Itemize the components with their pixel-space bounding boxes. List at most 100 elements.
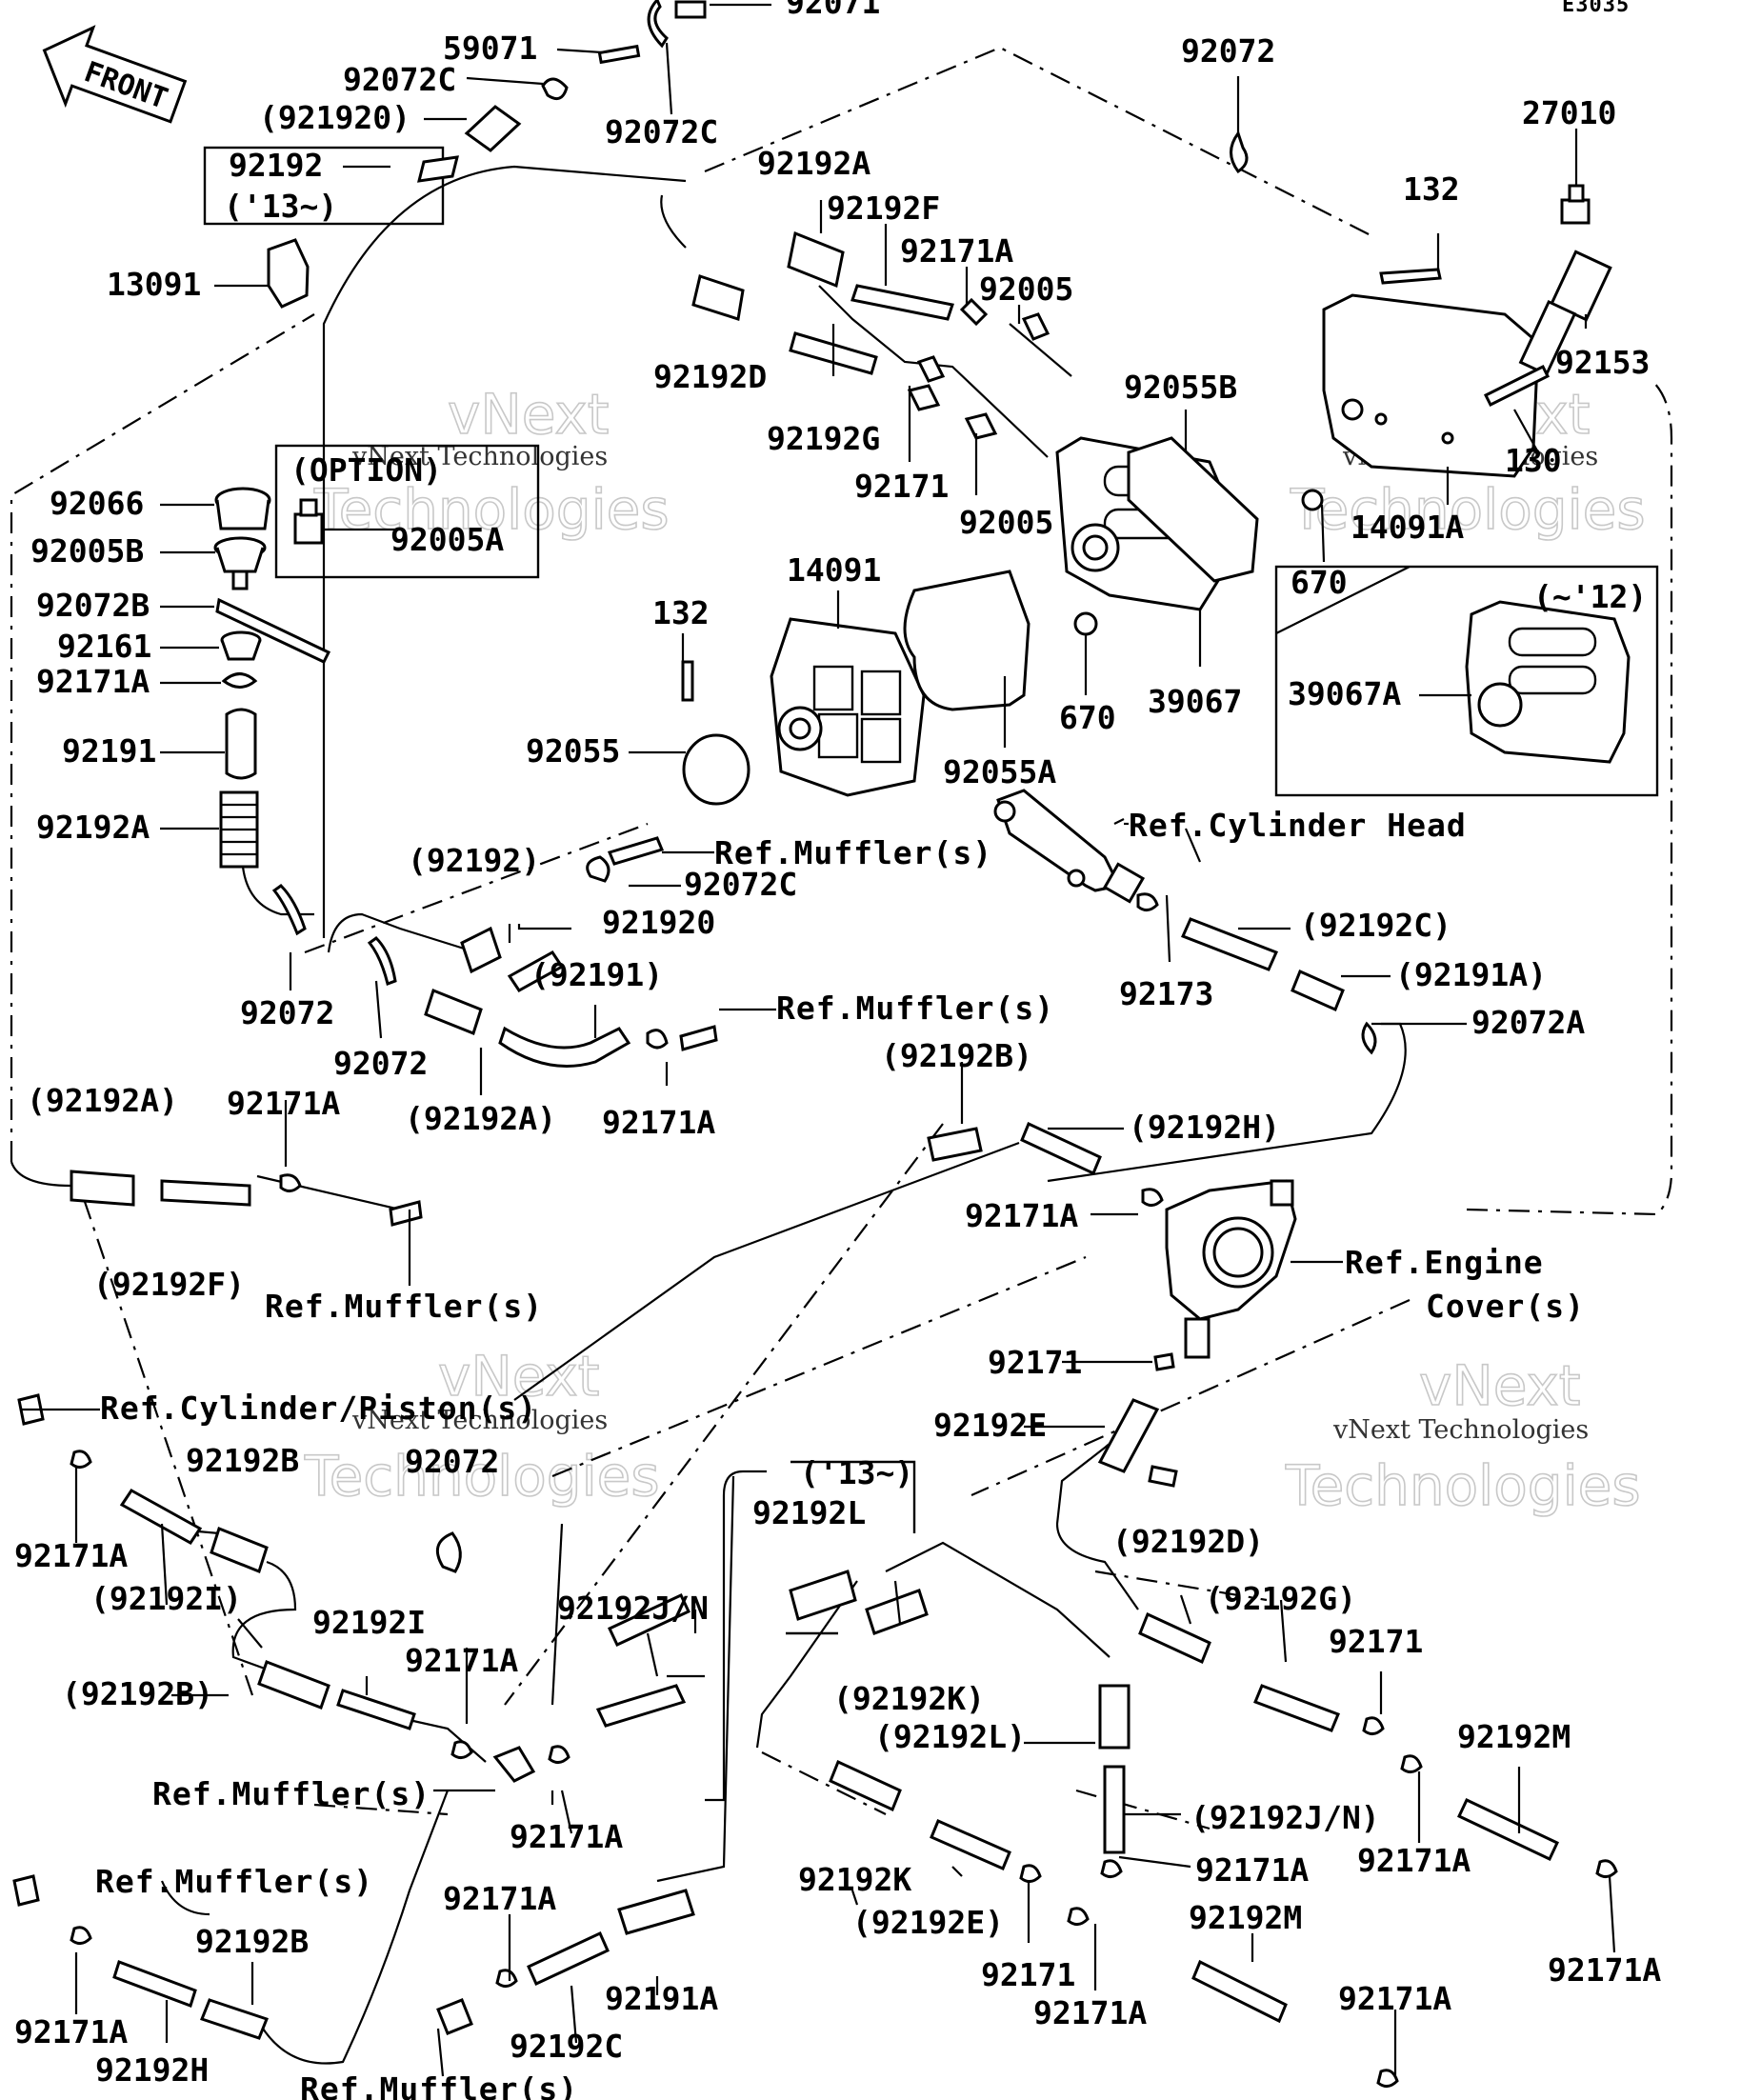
part-label: 92171A xyxy=(1548,1951,1661,1989)
part-label: 92171A xyxy=(1195,1851,1309,1889)
part-label: (92192B) xyxy=(62,1675,213,1712)
cap-92161 xyxy=(220,630,262,661)
ref-label: Ref.Muffler(s) xyxy=(300,2070,578,2100)
valve-cover-14091 xyxy=(770,617,926,797)
part-label: (92192H) xyxy=(1129,1109,1280,1146)
part-label: (92192A) xyxy=(27,1082,178,1119)
part-label: 92066 xyxy=(50,485,144,522)
o-ring-670-b xyxy=(1073,611,1098,636)
option-part-label: 92005A xyxy=(390,521,504,558)
part-label: 92192B xyxy=(195,1923,309,1960)
part-label: (92192L) xyxy=(874,1718,1026,1755)
part-label: (92192J/N) xyxy=(1191,1799,1380,1836)
part-label: 92171A xyxy=(227,1085,340,1122)
part-label: 92192H xyxy=(95,2051,209,2089)
part-label: 92192G xyxy=(767,420,880,457)
variant-part-label: 39067A xyxy=(1288,675,1401,712)
part-label: 92005 xyxy=(979,270,1073,308)
part-label: 92171A xyxy=(14,2013,128,2050)
part-label: 92072B xyxy=(36,587,150,624)
part-label: 92192D xyxy=(653,358,767,395)
variant-year-label: (~'12) xyxy=(1533,578,1647,615)
part-label: 92171A xyxy=(1033,1994,1147,2031)
part-label: 92072C xyxy=(605,113,718,150)
part-label: 92072 xyxy=(240,994,334,1031)
part-label: 92171A xyxy=(443,1880,556,1917)
option-title: (OPTION) xyxy=(290,451,442,489)
part-label: 92192 xyxy=(229,147,323,184)
watermark-big-bottom: Technologies xyxy=(1285,1453,1641,1518)
part-label: 92072 xyxy=(333,1045,428,1082)
part-label: 92072C xyxy=(684,866,797,903)
part-label: 59071 xyxy=(443,30,537,67)
part-label: (92192G) xyxy=(1205,1580,1356,1617)
part-label: 92173 xyxy=(1119,975,1213,1012)
diagram-code: E3035 xyxy=(1562,0,1630,17)
part-label: (92192) xyxy=(408,842,540,879)
bolt-130 xyxy=(1483,364,1551,408)
part-label: 92071 xyxy=(786,0,880,21)
part-label: 92191A xyxy=(605,1980,718,2017)
part-label: 27010 xyxy=(1522,94,1616,131)
part-label: 39067 xyxy=(1148,683,1242,720)
engine-cover-part xyxy=(1165,1179,1297,1359)
part-label: (92192F) xyxy=(93,1266,245,1303)
watermark-small: vNext Technologies xyxy=(351,1406,608,1435)
part-label: 92171 xyxy=(988,1344,1082,1381)
watermark-big-bottom: Technologies xyxy=(1290,477,1646,542)
part-label: 92192F xyxy=(827,190,940,227)
part-label: 92055 xyxy=(526,732,620,770)
part-label: 92192L xyxy=(752,1494,866,1531)
part-label: 92171A xyxy=(510,1818,623,1855)
part-label: 92171A xyxy=(1357,1842,1471,1879)
o-ring-670-a xyxy=(1301,489,1324,511)
watermark-small: vNext Technologies xyxy=(1332,1415,1589,1445)
part-label: (92192K) xyxy=(833,1680,985,1717)
ref-label: Ref.Muffler(s) xyxy=(95,1863,373,1900)
part-label: 92072 xyxy=(405,1443,499,1480)
part-label: (92192C) xyxy=(1300,907,1451,944)
ref-label: Ref.Muffler(s) xyxy=(776,990,1054,1027)
part-label: 921920 xyxy=(602,904,715,941)
part-label: 92171 xyxy=(981,1956,1075,1993)
part-label: (92191A) xyxy=(1395,956,1547,993)
part-label: 130 xyxy=(1505,442,1562,479)
part-label: 92171A xyxy=(1338,1980,1451,2017)
watermark-group: vNext Technologies vNext Technologies vN… xyxy=(303,381,1646,1519)
filler-92005B xyxy=(213,536,267,590)
cover-14091A xyxy=(1322,293,1540,478)
sensor-92153 xyxy=(1518,250,1612,377)
variant-box: (~'12) 39067A xyxy=(1274,565,1659,797)
part-label: 92192C xyxy=(510,2028,623,2065)
clamp-92171A-left xyxy=(221,672,258,689)
year-note: ('13~) xyxy=(800,1454,913,1491)
sensor-27010 xyxy=(1560,184,1591,225)
part-label: 92191 xyxy=(62,732,156,770)
gasket-92055B xyxy=(1127,436,1259,583)
ref-label: Ref.Muffler(s) xyxy=(152,1775,430,1812)
year-note-frame-top xyxy=(203,146,445,226)
hose-92191 xyxy=(225,708,257,780)
part-label: 92192M xyxy=(1457,1718,1571,1755)
part-label: 92171A xyxy=(965,1197,1078,1234)
part-label: (92192I) xyxy=(90,1580,242,1617)
part-label: (92192D) xyxy=(1112,1523,1264,1560)
part-label: 92072 xyxy=(1181,32,1275,70)
part-label: 92192M xyxy=(1189,1899,1302,1936)
gasket-92055A xyxy=(903,570,1031,711)
ref-label: Ref.Engine xyxy=(1345,1244,1544,1281)
part-label: 670 xyxy=(1059,699,1116,736)
part-label: (92191) xyxy=(530,956,663,993)
watermark-big-bottom: Technologies xyxy=(304,1444,660,1509)
year-note-frame-low xyxy=(786,1460,916,1635)
part-label: 92171A xyxy=(405,1642,518,1679)
small-hardware xyxy=(12,0,1618,2088)
watermark-big-bottom: Technologies xyxy=(313,477,670,542)
part-label: 92192A xyxy=(36,809,150,846)
part-label: 92171 xyxy=(854,468,949,505)
ref-label: Ref.Cylinder/Piston(s) xyxy=(100,1390,537,1427)
part-label: 92171 xyxy=(1329,1623,1423,1660)
block-13091 xyxy=(267,238,310,309)
part-label: 92153 xyxy=(1555,344,1650,381)
